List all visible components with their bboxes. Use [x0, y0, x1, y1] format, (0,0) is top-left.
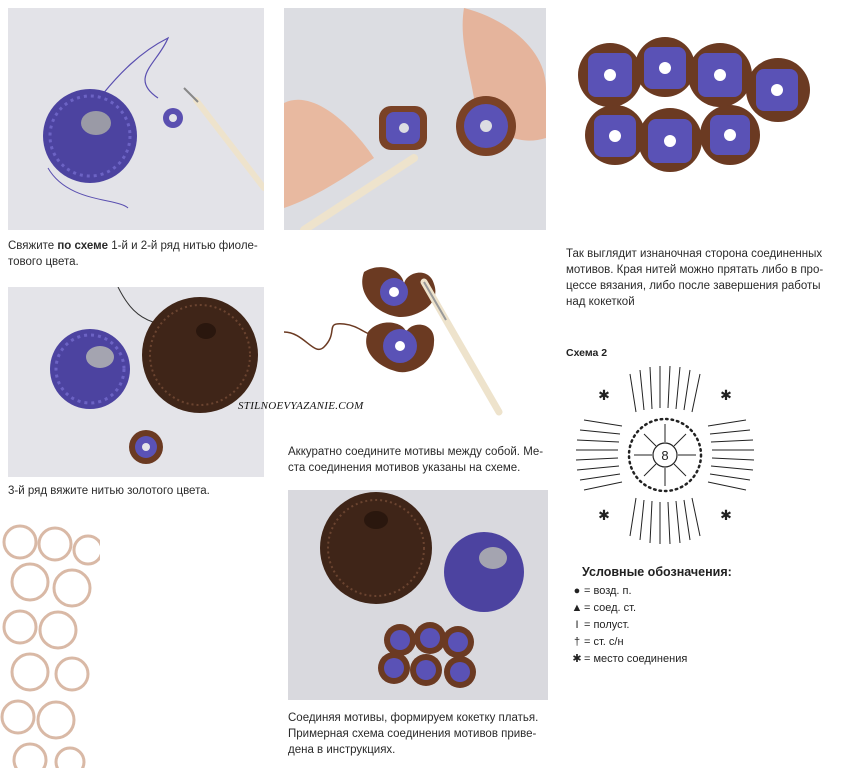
photo-step1-violet-ball: [8, 8, 264, 230]
join-mark-icon: ✱: [720, 508, 732, 524]
caption-step5: Соединяя мотивы, формируем кокетку плать…: [288, 712, 539, 756]
caption-step1: Свяжите по схеме 1-й и 2-й ряд нитью фио…: [8, 240, 258, 268]
legend-text: = полуст.: [584, 619, 630, 631]
join-mark-icon: ✱: [720, 388, 732, 404]
legend-text: = соед. ст.: [584, 602, 637, 614]
photo-step3-joining-hands: [284, 8, 546, 230]
legend-item: I = полуст.: [570, 617, 732, 634]
legend-item: ●= возд. п.: [570, 583, 732, 600]
legend-text: = место соединения: [584, 653, 688, 665]
crochet-diagram: 8 ✱ ✱ ✱ ✱: [570, 360, 760, 550]
schema-title: Схема 2: [566, 347, 608, 359]
join-mark-icon: ✱: [598, 508, 610, 524]
lace-decoration: [0, 522, 104, 773]
watermark: STILNOEVYAZANIE.COM: [238, 400, 364, 412]
photo-step4-back-side: [570, 25, 820, 185]
join-mark-icon: ✱: [598, 388, 610, 404]
photo-step5-yoke: [288, 490, 548, 700]
legend-text: = ст. с/н: [584, 636, 624, 648]
legend-item: ✱= место соединения: [570, 651, 732, 668]
legend-item: †= ст. с/н: [570, 634, 732, 651]
half-stitch-icon: I: [575, 619, 579, 631]
legend-title: Условные обозначения:: [582, 565, 732, 579]
join-point-icon: ✱: [572, 653, 582, 665]
caption-step3: Аккуратно соедините мотивы между собой. …: [288, 446, 544, 474]
photo-step2-gold-ball: [8, 287, 264, 477]
photo-step3-joined-motifs: [284, 262, 546, 434]
legend: Условные обозначения: ●= возд. п. ▲= сое…: [570, 565, 732, 668]
double-crochet-icon: †: [573, 636, 581, 648]
legend-text: = возд. п.: [584, 585, 632, 597]
slip-stitch-icon: ▲: [571, 602, 583, 614]
caption-step4: Так выглядит изнаночная сторона соединен…: [566, 248, 824, 308]
caption-step2: 3-й ряд вяжите нитью золотого цвета.: [8, 485, 210, 497]
legend-item: ▲= соед. ст.: [570, 600, 732, 617]
chain-dot-icon: ●: [573, 585, 581, 597]
center-number: 8: [661, 448, 668, 463]
